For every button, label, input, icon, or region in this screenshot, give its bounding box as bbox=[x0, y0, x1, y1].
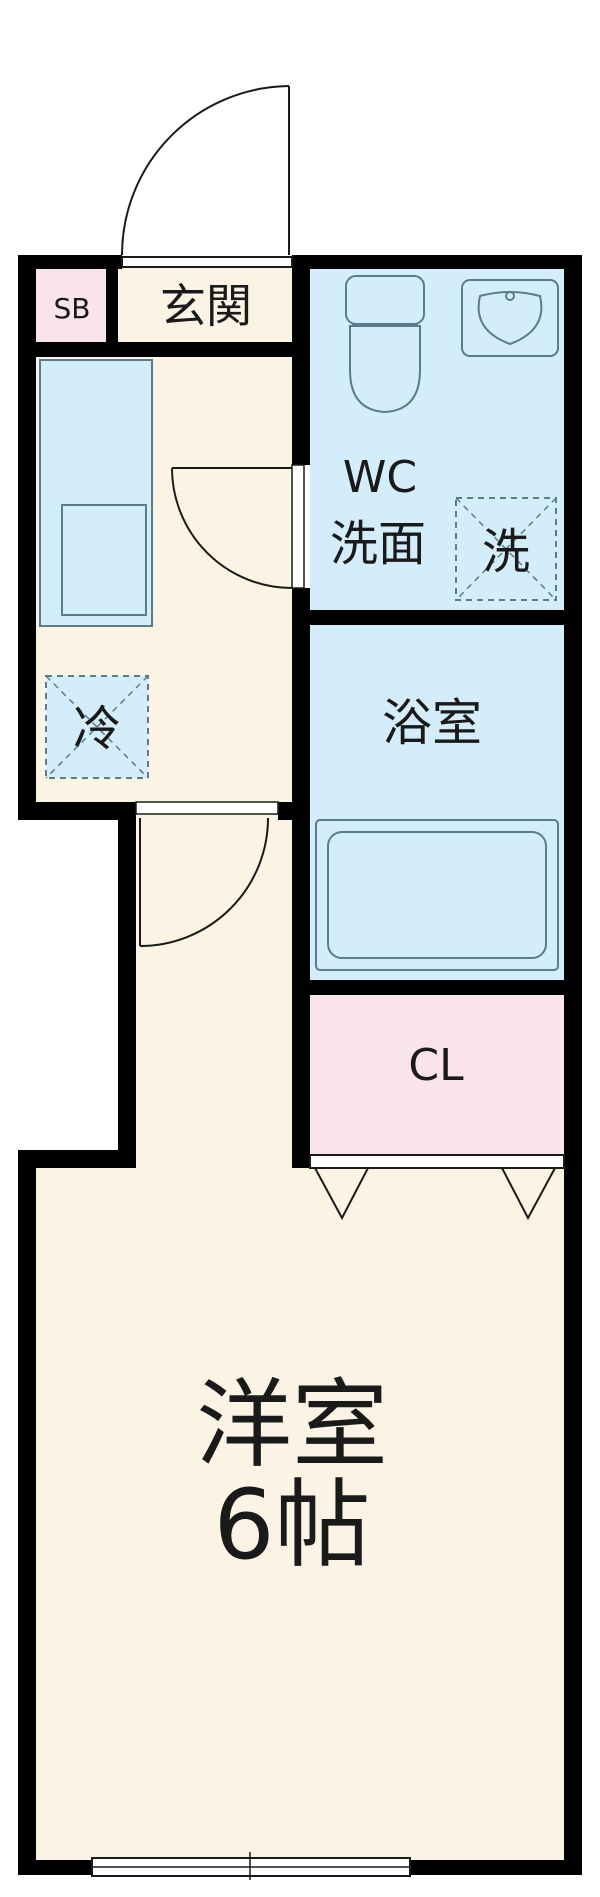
wc-door-swing bbox=[171, 467, 293, 589]
western-room-size-label: 6帖 bbox=[213, 1469, 370, 1581]
hall-door-swing bbox=[139, 817, 269, 947]
closet-label: CL bbox=[408, 1040, 464, 1091]
hall-door-opening bbox=[135, 801, 279, 815]
closet-floor bbox=[310, 995, 564, 1155]
western-room-floor bbox=[36, 1168, 564, 1860]
toilet-icon bbox=[345, 275, 425, 414]
bathtub-icon bbox=[315, 819, 559, 971]
refrigerator-label: 冷 bbox=[73, 701, 121, 757]
entrance-door-swing bbox=[121, 85, 290, 256]
washing-machine-label: 洗 bbox=[482, 524, 530, 580]
hallway-floor bbox=[136, 800, 294, 1170]
entrance-floor bbox=[118, 268, 294, 342]
entrance-door-opening bbox=[121, 256, 293, 268]
entrance-label: 玄関 bbox=[160, 279, 252, 333]
closet-folding-doors bbox=[314, 1167, 556, 1221]
washing-machine-space bbox=[455, 497, 557, 601]
kitchen-sink bbox=[61, 504, 147, 616]
shoe-box-area bbox=[36, 268, 108, 342]
wc-door-opening bbox=[291, 464, 305, 589]
refrigerator-space bbox=[45, 675, 149, 779]
shoe-box-label: SB bbox=[54, 292, 91, 325]
bathroom-label: 浴室 bbox=[382, 694, 482, 752]
western-room-label: 洋室 bbox=[196, 1369, 388, 1481]
bottom-window bbox=[91, 1852, 411, 1880]
washroom-label: 洗面 bbox=[330, 516, 426, 572]
wc-label: WC bbox=[343, 452, 417, 503]
walls bbox=[18, 255, 582, 1875]
closet-front bbox=[309, 1154, 565, 1169]
wash-basin-icon bbox=[461, 279, 559, 357]
